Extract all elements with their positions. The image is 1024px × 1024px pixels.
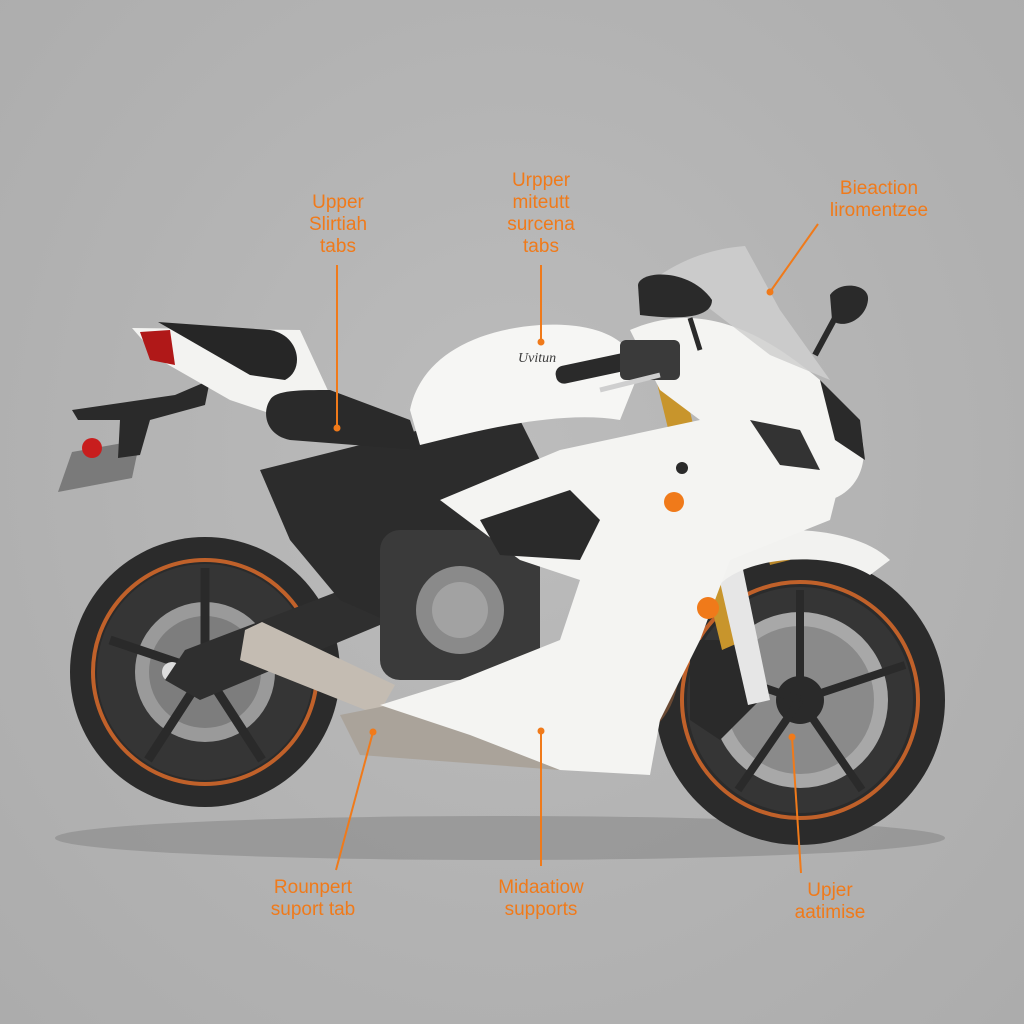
handlebar [555,340,680,393]
leader-lines [335,223,819,874]
leader-line-bottom-left [335,731,374,871]
tail-section [132,322,420,450]
license-plate-bracket [58,380,210,492]
mirrors [638,274,869,357]
leader-line-top-right [769,223,819,293]
label-top-left: Upper Slirtiah tabs [308,192,368,257]
label-bottom-right: Upjer aatimise [794,880,866,923]
tank-logo: Uvitun [518,351,556,366]
ground-shadow [55,816,945,860]
label-bottom-left: Rounpert suport tab [270,877,356,920]
main-fairing [380,318,865,775]
label-top-center: Urpper miteutt surcena tabs [507,170,575,257]
fuel-tank [410,324,640,445]
leader-line-bottom-right [791,736,802,874]
label-top-right: Bieaction liromentzee [829,178,929,221]
label-bottom-center: Midaatiow supports [498,877,584,920]
windscreen [660,246,830,380]
